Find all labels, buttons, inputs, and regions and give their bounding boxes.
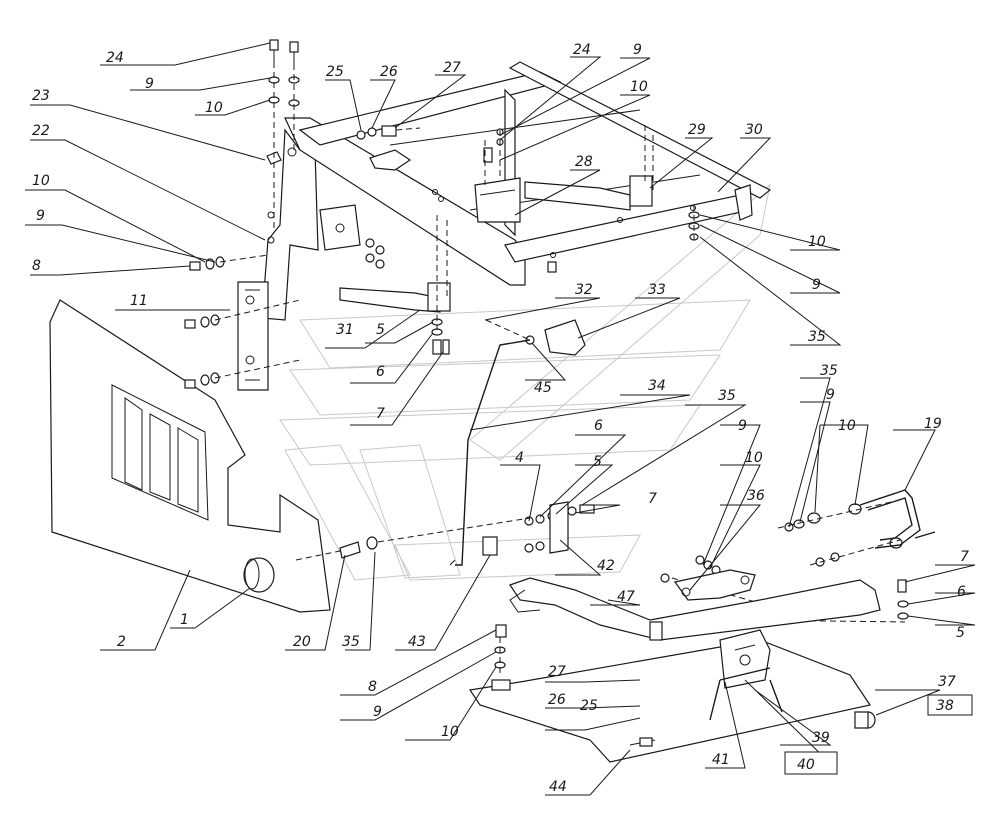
callout-10: 10 [745, 450, 763, 466]
callout-4: 4 [515, 450, 524, 466]
lever-36 [673, 569, 756, 601]
callout-6: 6 [957, 584, 966, 600]
callout-43: 43 [408, 634, 426, 650]
callout-10: 10 [808, 234, 826, 250]
gas-strut-lower [339, 282, 451, 313]
callout-9: 9 [826, 387, 835, 403]
callout-10: 10 [205, 100, 223, 116]
callout-47: 47 [617, 589, 635, 605]
callout-40: 40 [797, 757, 815, 773]
callout-39: 39 [812, 730, 830, 746]
clamp-43 [482, 536, 498, 556]
callout-1: 1 [180, 612, 189, 628]
callout-8: 8 [32, 258, 41, 274]
rod-34 [449, 339, 531, 566]
callout-9: 9 [145, 76, 154, 92]
callout-35: 35 [808, 329, 826, 345]
callout-10: 10 [441, 724, 459, 740]
callout-25: 25 [580, 698, 598, 714]
callout-2: 2 [117, 634, 126, 650]
callout-9: 9 [633, 42, 642, 58]
callout-10: 10 [630, 79, 648, 95]
callout-37: 37 [938, 674, 956, 690]
bracket-28 [474, 177, 521, 223]
callout-20: 20 [293, 634, 311, 650]
callout-7: 7 [376, 406, 385, 422]
callout-22: 22 [32, 123, 50, 139]
callout-42: 42 [597, 558, 615, 574]
handle-19 [859, 489, 936, 549]
cap-1 [243, 557, 275, 593]
callout-28: 28 [575, 154, 593, 170]
callout-23: 23 [32, 88, 50, 104]
callout-32: 32 [575, 282, 593, 298]
callout-11: 11 [130, 293, 148, 309]
gas-strut-upper [524, 175, 653, 211]
callout-45: 45 [534, 380, 552, 396]
footplate-44 [468, 639, 871, 763]
callout-27: 27 [548, 664, 566, 680]
callout-29: 29 [688, 122, 706, 138]
callout-numbers: 24 9 10 23 22 10 9 8 11 25 26 27 24 9 10… [32, 42, 969, 795]
callout-44: 44 [549, 779, 567, 795]
callout-8: 8 [368, 679, 377, 695]
callout-9: 9 [36, 208, 45, 224]
latch-assembly [709, 629, 783, 721]
knob-37 [854, 711, 876, 729]
callout-7: 7 [648, 491, 657, 507]
callout-5: 5 [593, 454, 602, 470]
callout-7: 7 [960, 549, 969, 565]
callout-6: 6 [594, 418, 603, 434]
callout-41: 41 [712, 752, 730, 768]
callout-35: 35 [820, 363, 838, 379]
callout-35: 35 [342, 634, 360, 650]
callout-9: 9 [812, 277, 821, 293]
hinge-bracket-31 [319, 204, 361, 251]
callout-9: 9 [738, 418, 747, 434]
assembly-axes [214, 62, 906, 740]
boxed-labels [784, 694, 973, 775]
mounting-plate [237, 281, 269, 391]
front-frame [284, 61, 772, 286]
callout-6: 6 [376, 364, 385, 380]
side-panel [49, 299, 331, 613]
leader-lines [25, 42, 976, 796]
callout-24: 24 [573, 42, 591, 58]
bumper-47 [509, 577, 881, 641]
callout-26: 26 [380, 64, 398, 80]
bracket-33 [544, 319, 586, 356]
callout-31: 31 [336, 322, 354, 338]
callout-26: 26 [548, 692, 566, 708]
callout-35: 35 [718, 388, 736, 404]
callout-33: 33 [648, 282, 666, 298]
box-40 [784, 751, 838, 775]
callout-34: 34 [648, 378, 666, 394]
callout-19: 19 [924, 416, 942, 432]
callout-24: 24 [106, 50, 124, 66]
callout-30: 30 [745, 122, 763, 138]
callout-38: 38 [936, 698, 954, 714]
callout-36: 36 [747, 488, 765, 504]
hinge-42 [549, 501, 569, 554]
callout-5: 5 [376, 322, 385, 338]
box-38 [927, 694, 973, 716]
callout-9: 9 [373, 704, 382, 720]
callout-10: 10 [32, 173, 50, 189]
callout-27: 27 [443, 60, 461, 76]
callout-5: 5 [956, 625, 965, 641]
callout-25: 25 [326, 64, 344, 80]
callout-10: 10 [838, 418, 856, 434]
